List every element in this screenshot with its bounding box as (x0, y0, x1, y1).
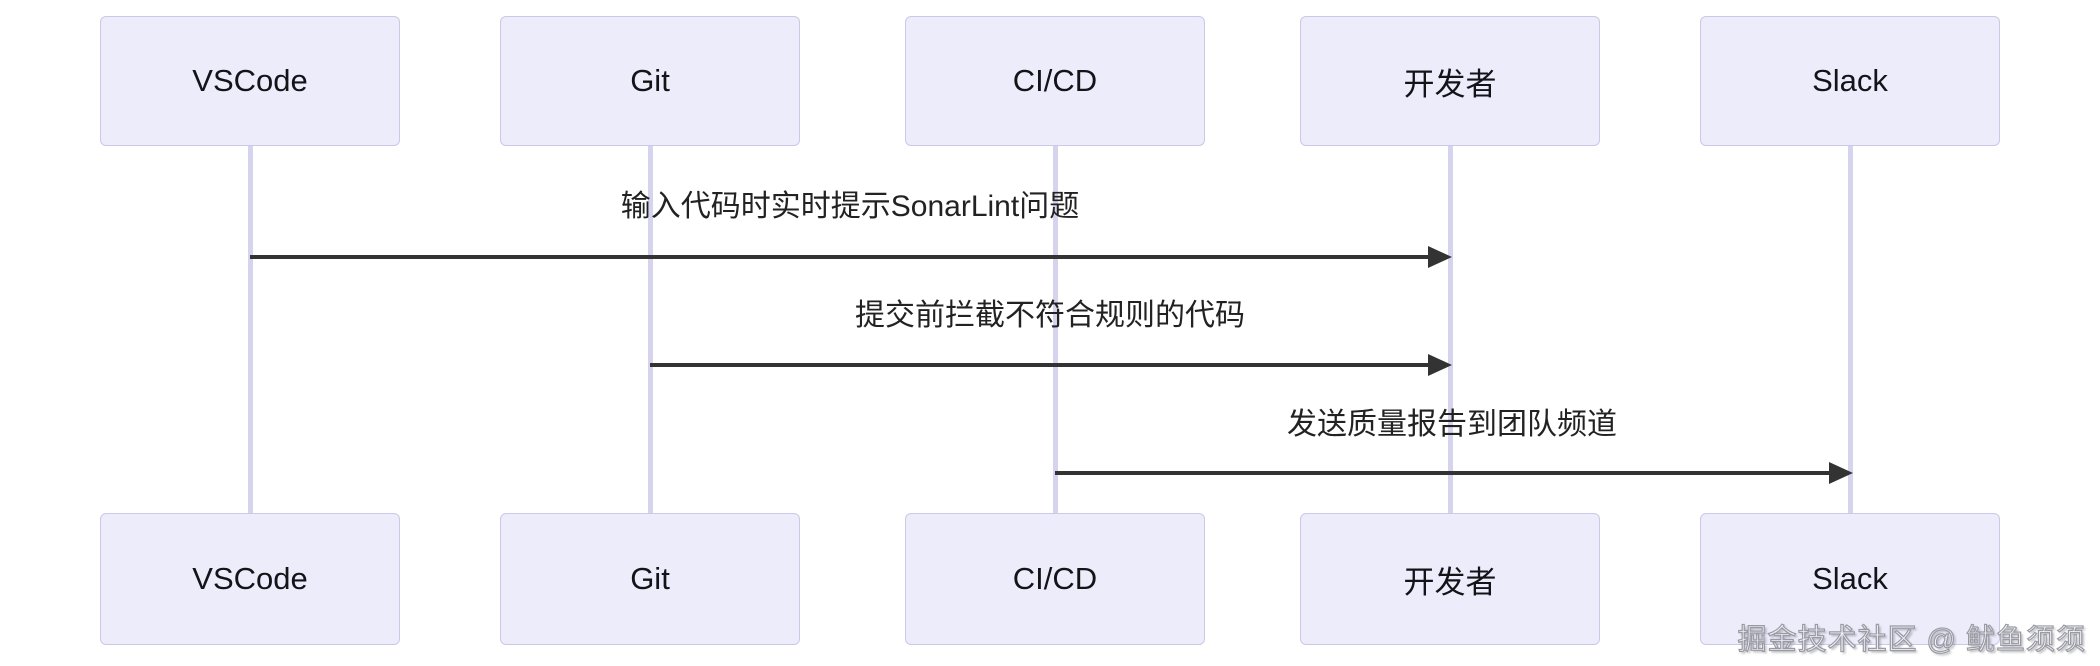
actor-label: Git (630, 63, 670, 98)
actor-top-slack: Slack (1700, 16, 2000, 146)
actor-bottom-vscode: VSCode (100, 513, 400, 645)
actor-label: Slack (1812, 63, 1888, 98)
actor-bottom-git: Git (500, 513, 800, 645)
lifeline-slack (1847, 146, 1853, 514)
lifeline-vscode (247, 146, 253, 514)
actor-label: 开发者 (1403, 564, 1497, 600)
actor-label: CI/CD (1012, 561, 1098, 596)
message-arrowhead-1 (1428, 246, 1452, 268)
message-label-3: 发送质量报告到团队频道 (1287, 408, 1617, 441)
message-line-3 (1055, 471, 1831, 475)
actor-bottom-slack: Slack (1700, 513, 2000, 645)
actor-label: Slack (1812, 561, 1888, 596)
actor-label: CI/CD (1012, 63, 1098, 98)
actor-top-vscode: VSCode (100, 16, 400, 146)
lifeline-cicd (1052, 146, 1058, 514)
message-line-2 (650, 363, 1430, 367)
message-arrowhead-3 (1829, 462, 1853, 484)
actor-bottom-developer: 开发者 (1300, 513, 1600, 645)
actor-label: VSCode (192, 63, 308, 98)
message-arrowhead-2 (1428, 354, 1452, 376)
lifeline-developer (1447, 146, 1453, 514)
actor-top-developer: 开发者 (1300, 16, 1600, 146)
actor-top-git: Git (500, 16, 800, 146)
actor-label: 开发者 (1403, 66, 1497, 102)
message-line-1 (250, 255, 1430, 259)
actor-label: Git (630, 561, 670, 596)
message-label-1: 输入代码时实时提示SonarLint问题 (620, 190, 1080, 223)
actor-bottom-cicd: CI/CD (905, 513, 1205, 645)
actor-top-cicd: CI/CD (905, 16, 1205, 146)
message-label-2: 提交前拦截不符合规则的代码 (855, 299, 1245, 332)
watermark: 掘金技术社区 @ 鱿鱼须须 (1737, 623, 2086, 656)
lifeline-git (647, 146, 653, 514)
actor-label: VSCode (192, 561, 308, 596)
